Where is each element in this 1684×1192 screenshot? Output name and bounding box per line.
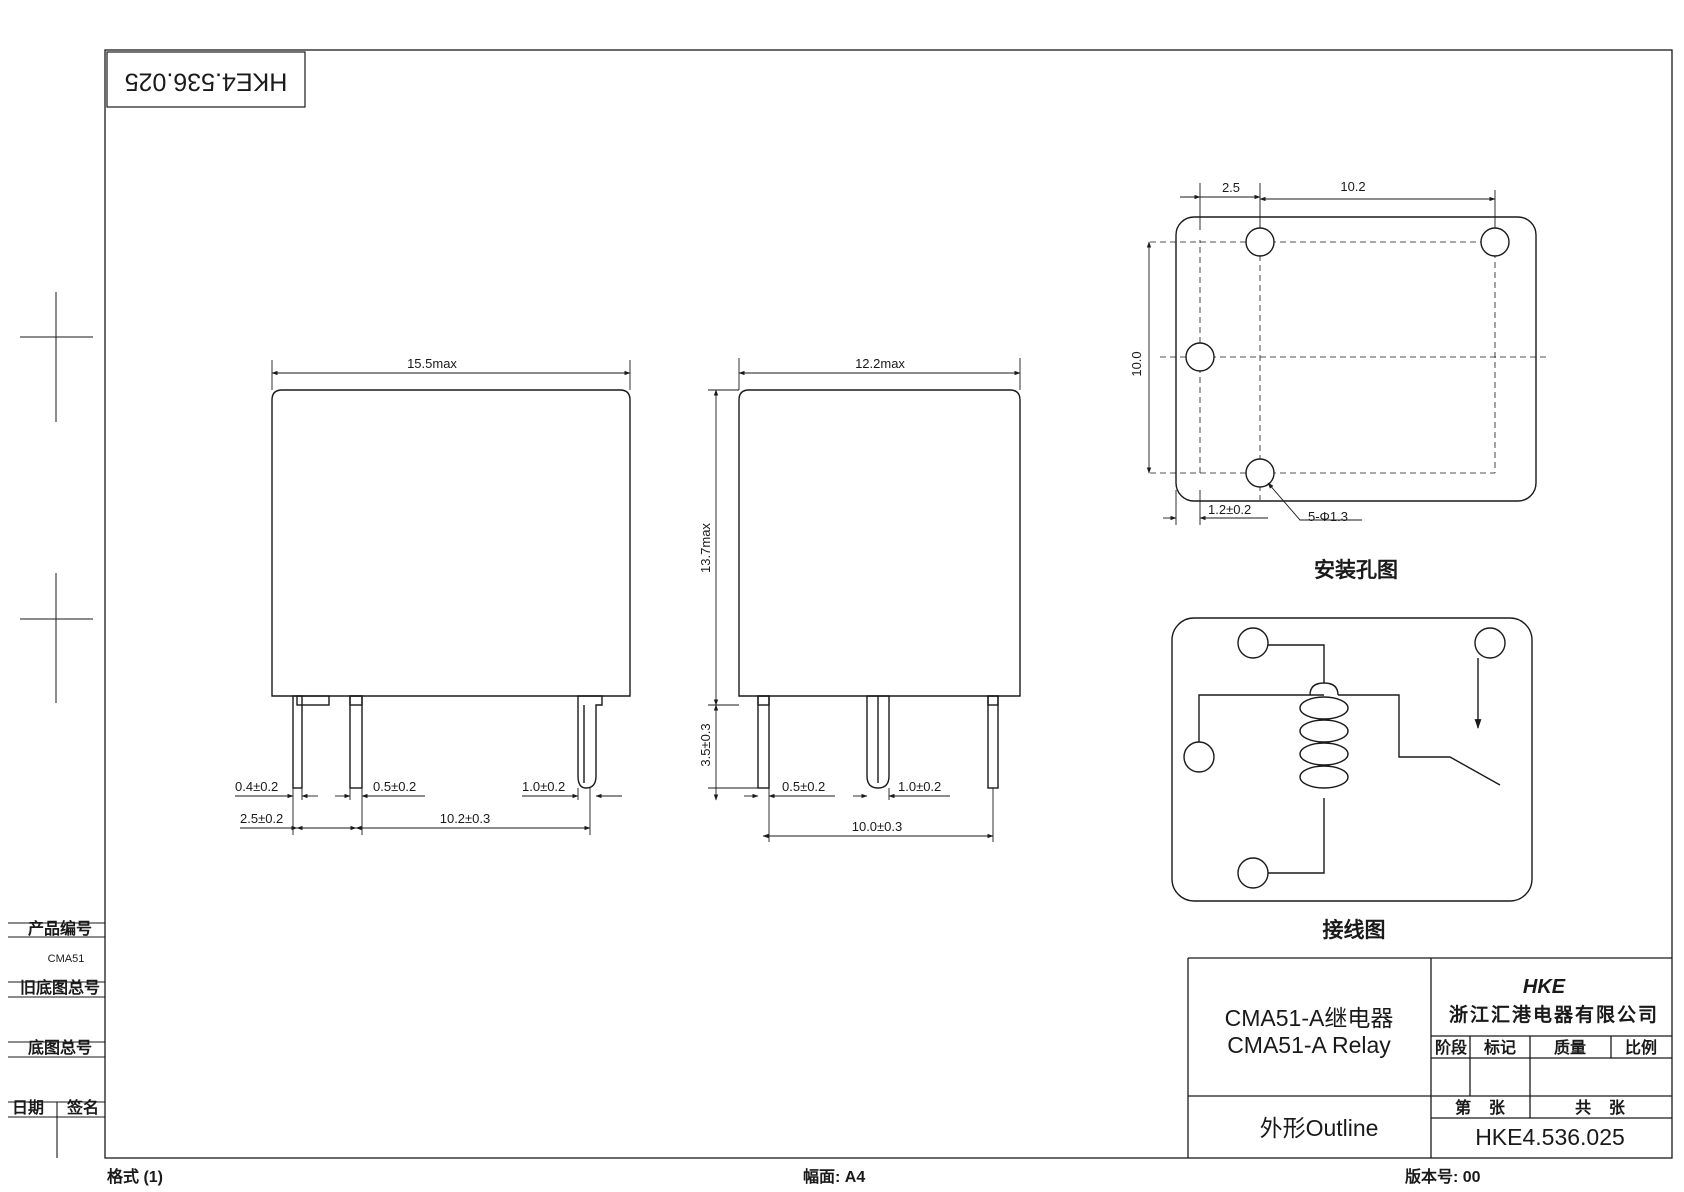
- side-pin-width-mid: 0.5±0.2: [782, 779, 825, 794]
- footer-version: 版本号: 00: [1404, 1167, 1481, 1186]
- product-no-value: CMA51: [48, 953, 85, 965]
- side-pin-length: 3.5±0.3: [698, 723, 713, 766]
- company-name: 浙江汇港电器有限公司: [1449, 1003, 1659, 1026]
- drawing-number: HKE4.536.025: [1475, 1124, 1625, 1150]
- sheet-frame: [104, 49, 1673, 1159]
- product-no-label: 产品编号: [28, 919, 92, 938]
- front-pin-width-left: 0.4±0.2: [235, 779, 278, 794]
- sheet-total: 共 张: [1575, 1099, 1626, 1117]
- front-pitch-left: 2.5±0.2: [240, 811, 283, 826]
- mount-dim-b: 10.2: [1340, 179, 1365, 194]
- footer: 格式 (1) 幅面: A4 版本号: 00: [107, 1167, 1481, 1186]
- col-mark: 标记: [1483, 1039, 1516, 1057]
- side-view: 12.2max 13.7max 3.5±0.3 0.5±0.2 1.0±0.2 …: [698, 356, 1021, 842]
- mount-holes: 5-Φ1.3: [1308, 509, 1348, 524]
- mount-caption: 安装孔图: [1314, 558, 1398, 582]
- mount-dim-height: 10.0: [1129, 351, 1144, 376]
- col-stage: 阶段: [1435, 1038, 1468, 1057]
- drawing-code-box: HKE4.536.025: [106, 51, 306, 108]
- side-pin-width-right: 1.0±0.2: [898, 779, 941, 794]
- date-label: 日期: [12, 1098, 44, 1117]
- mount-dim-a: 2.5: [1222, 180, 1240, 195]
- col-scale: 比例: [1625, 1038, 1657, 1057]
- drawing-type: 外形Outline: [1260, 1115, 1379, 1141]
- drawing-no-label: 底图总号: [28, 1038, 92, 1057]
- registration-marks: [20, 292, 93, 703]
- signature-label: 签名: [66, 1098, 99, 1117]
- front-pin-width-mid: 0.5±0.2: [373, 779, 416, 794]
- drawing-code-rotated: HKE4.536.025: [125, 67, 288, 95]
- mounting-hole-view: 2.5 10.2 10.0 1.2±0.2 5-Φ1.3 安装孔图: [1129, 179, 1550, 582]
- front-pin-width-right: 1.0±0.2: [522, 779, 565, 794]
- footer-format: 格式 (1): [107, 1167, 163, 1186]
- front-view: 15.5max 0.4±0.2 0.5±0.2 1.0±0.2 2.5±0.2 …: [235, 356, 631, 835]
- mount-dim-offset: 1.2±0.2: [1208, 502, 1251, 517]
- title-block: CMA51-A继电器 CMA51-A Relay 外形Outline HKE 浙…: [1187, 957, 1672, 1158]
- product-name-en: CMA51-A Relay: [1227, 1032, 1391, 1058]
- side-width-label: 12.2max: [855, 356, 905, 371]
- sheet-no: 第 张: [1455, 1098, 1506, 1117]
- wiring-diagram: 接线图: [1171, 617, 1533, 942]
- wiring-caption: 接线图: [1323, 918, 1386, 942]
- old-drawing-no-label: 旧底图总号: [20, 978, 100, 997]
- product-name-cn: CMA51-A继电器: [1225, 1005, 1394, 1031]
- side-table: 产品编号 CMA51 旧底图总号 底图总号 日期 签名: [8, 919, 105, 1158]
- company-logo: HKE: [1523, 976, 1566, 998]
- front-width-label: 15.5max: [407, 356, 457, 371]
- col-mass: 质量: [1554, 1038, 1586, 1057]
- side-height-label: 13.7max: [698, 523, 713, 573]
- side-pitch-main: 10.0±0.3: [852, 819, 903, 834]
- front-pitch-main: 10.2±0.3: [440, 811, 491, 826]
- footer-paper-size: 幅面: A4: [803, 1167, 865, 1186]
